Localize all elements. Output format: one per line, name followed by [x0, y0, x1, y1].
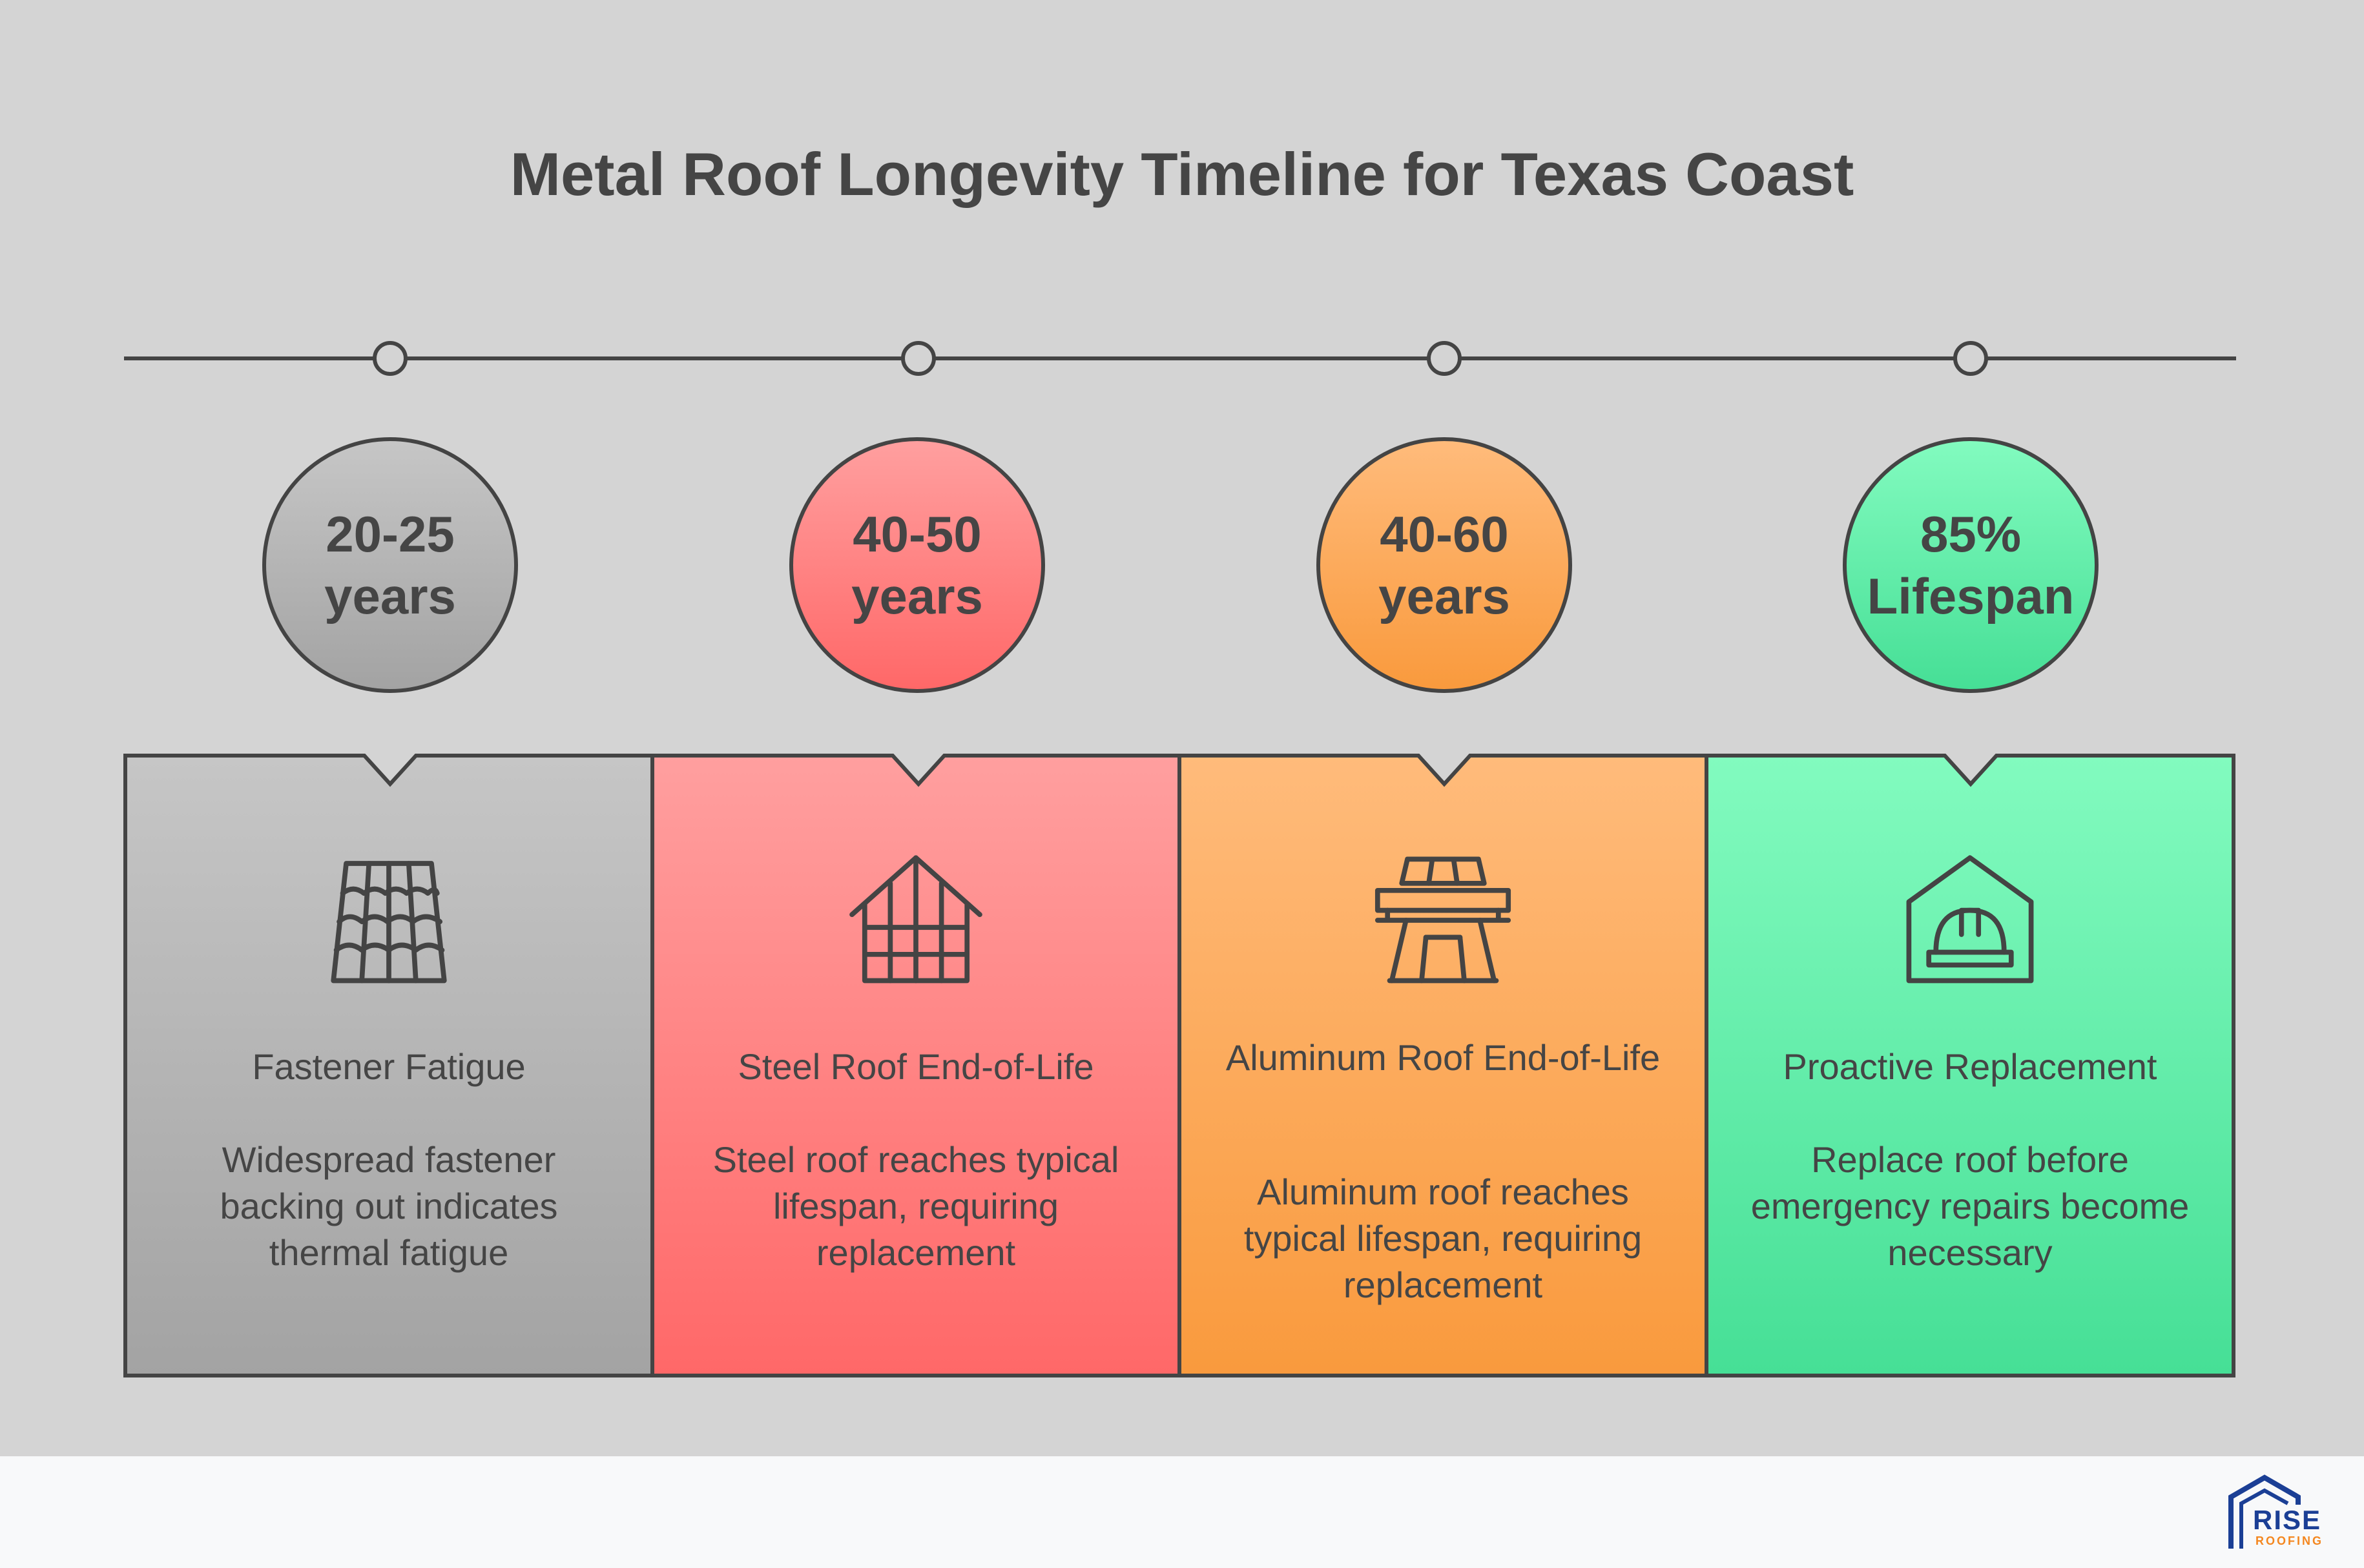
- bubble-label: 20-25 years: [324, 506, 456, 624]
- timeline: [124, 341, 2236, 376]
- rise-roofing-logo: RISE ROOFING: [2228, 1474, 2323, 1549]
- card-description: Steel roof reaches typical lifespan, req…: [712, 1139, 1119, 1273]
- bubble-stage-2: 40-50 years: [789, 437, 1045, 693]
- card-title: Fastener Fatigue: [252, 1046, 526, 1087]
- logo-house-inner: [2239, 1488, 2289, 1549]
- bubble-stage-1: 20-25 years: [262, 437, 518, 693]
- card-description: Replace roof before emergency repairs be…: [1750, 1139, 2190, 1273]
- highway-gantry-icon: [1374, 856, 1511, 984]
- timeline-node-4: [1953, 341, 1988, 376]
- timeline-node-2: [901, 341, 936, 376]
- bubble-stage-3: 40-60 years: [1316, 437, 1572, 693]
- card-title: Aluminum Roof End-of-Life: [1225, 1037, 1661, 1078]
- card-description: Widespread fastener backing out indicate…: [220, 1139, 558, 1273]
- house-hardhat-icon: [1906, 855, 2034, 984]
- bubble-stage-4: 85% Lifespan: [1843, 437, 2099, 693]
- bubble-label: 40-60 years: [1378, 506, 1510, 624]
- timeline-node-1: [373, 341, 408, 376]
- card-proactive-replacement: Proactive Replacement Replace roof befor…: [1706, 756, 2234, 1376]
- card-aluminum-roof-end-of-life: Aluminum Roof End-of-Life Aluminum roof …: [1179, 756, 1706, 1376]
- roof-tiles-icon: [331, 861, 447, 984]
- logo-house-outline: [2228, 1474, 2301, 1549]
- roof-frame-icon: [849, 855, 982, 984]
- card-title: Steel Roof End-of-Life: [738, 1046, 1094, 1087]
- timeline-node-3: [1427, 341, 1462, 376]
- card-title: Proactive Replacement: [1783, 1046, 2157, 1087]
- logo-sub: ROOFING: [2255, 1534, 2323, 1547]
- logo-word: RISE: [2253, 1505, 2321, 1535]
- card-description: Aluminum roof reaches typical lifespan, …: [1243, 1171, 1643, 1305]
- card-fastener-fatigue: Fastener Fatigue Widespread fastener bac…: [125, 756, 652, 1376]
- bubble-label: 40-50 years: [851, 506, 983, 624]
- card-steel-roof-end-of-life: Steel Roof End-of-Life Steel roof reache…: [652, 756, 1179, 1376]
- page-title: Metal Roof Longevity Timeline for Texas …: [510, 140, 1854, 208]
- bubble-label: 85% Lifespan: [1867, 506, 2075, 624]
